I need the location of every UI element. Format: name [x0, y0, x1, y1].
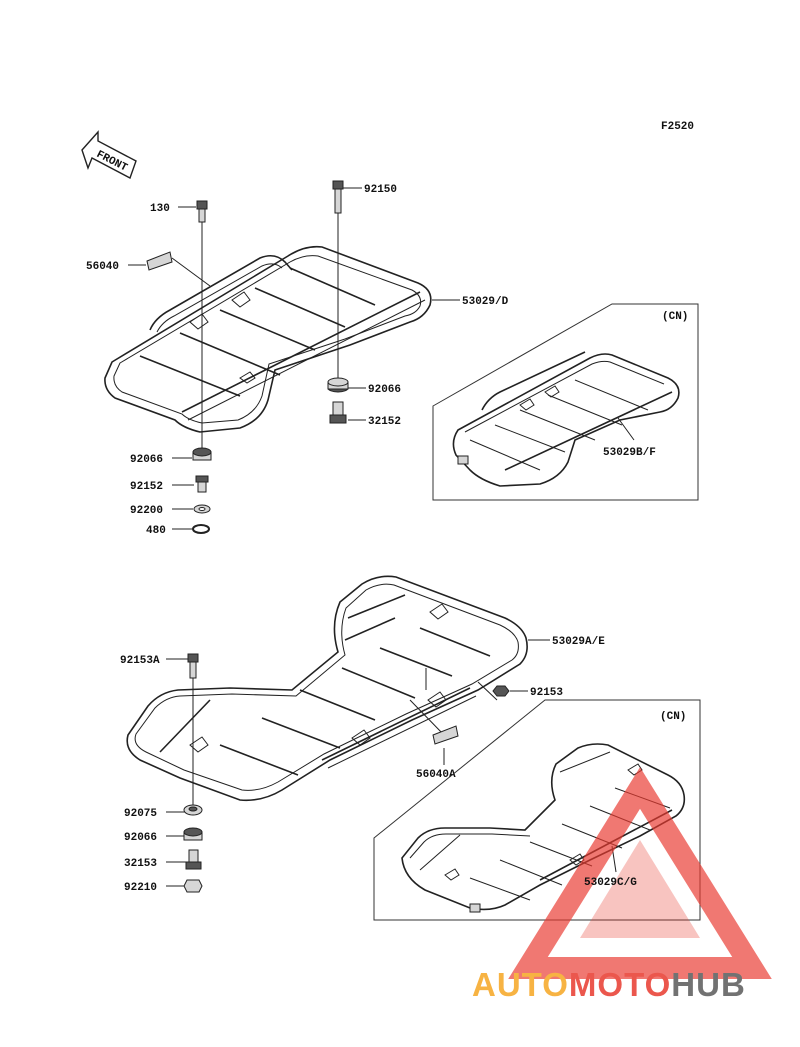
label-56040: 56040: [86, 261, 119, 273]
figure-code: F2520: [661, 121, 694, 133]
label-53029CG: 53029C/G: [584, 877, 637, 889]
label-92075: 92075: [124, 808, 157, 820]
washer-92075-icon: [183, 804, 203, 816]
label-92150: 92150: [364, 184, 397, 196]
clip-480-icon: [192, 524, 210, 534]
label-92152: 92152: [130, 481, 163, 493]
bolt-92153A-icon: [187, 653, 199, 679]
bolt-32153-icon: [185, 849, 202, 870]
label-92153A: 92153A: [120, 655, 160, 667]
label-56040A-icon: [432, 725, 459, 745]
leader-lines-lower: [166, 639, 550, 887]
watermark-auto: AUTO: [472, 966, 569, 1003]
watermark-moto: MOTO: [569, 966, 671, 1003]
label-32153: 32153: [124, 858, 157, 870]
washer-92200-icon: [193, 504, 211, 514]
label-480: 480: [146, 525, 166, 537]
bolt-92152-icon: [195, 475, 209, 493]
bolt-92150-icon: [332, 180, 344, 214]
label-92200: 92200: [130, 505, 163, 517]
grommet-92066-upper-icon: [327, 377, 349, 393]
label-53029BF: 53029B/F: [603, 447, 656, 459]
label-92153: 92153: [530, 687, 563, 699]
bolt-32152-icon: [329, 401, 347, 424]
label-130: 130: [150, 203, 170, 215]
label-53029D: 53029/D: [462, 296, 509, 308]
front-arrow-icon: FRONT: [81, 130, 137, 179]
label-cn-1: (CN): [662, 311, 688, 323]
rear-carrier-upper: [104, 245, 432, 433]
automotohub-watermark-logo: AUTOMOTOHUB: [472, 767, 772, 1003]
label-92210: 92210: [124, 882, 157, 894]
label-92066-b: 92066: [130, 454, 163, 466]
label-32152: 32152: [368, 416, 401, 428]
label-92066-c: 92066: [124, 832, 157, 844]
grommet-92066-lower-icon: [192, 447, 212, 461]
grommet-92066-c-icon: [183, 827, 203, 841]
bolt-92153-icon: [492, 685, 510, 697]
watermark-hub: HUB: [671, 966, 746, 1003]
label-cn-2: (CN): [660, 711, 686, 723]
watermark-text: AUTOMOTOHUB: [472, 966, 746, 1003]
cn-variant-box-upper: [432, 303, 699, 501]
label-56040-icon: [146, 251, 173, 271]
label-53029AE: 53029A/E: [552, 636, 605, 648]
front-carrier-lower: [126, 575, 528, 802]
nut-92210-icon: [183, 879, 203, 893]
bolt-130-icon: [196, 200, 208, 223]
label-56040A: 56040A: [416, 769, 456, 781]
leader-lines-upper: [128, 187, 460, 530]
label-92066-a: 92066: [368, 384, 401, 396]
